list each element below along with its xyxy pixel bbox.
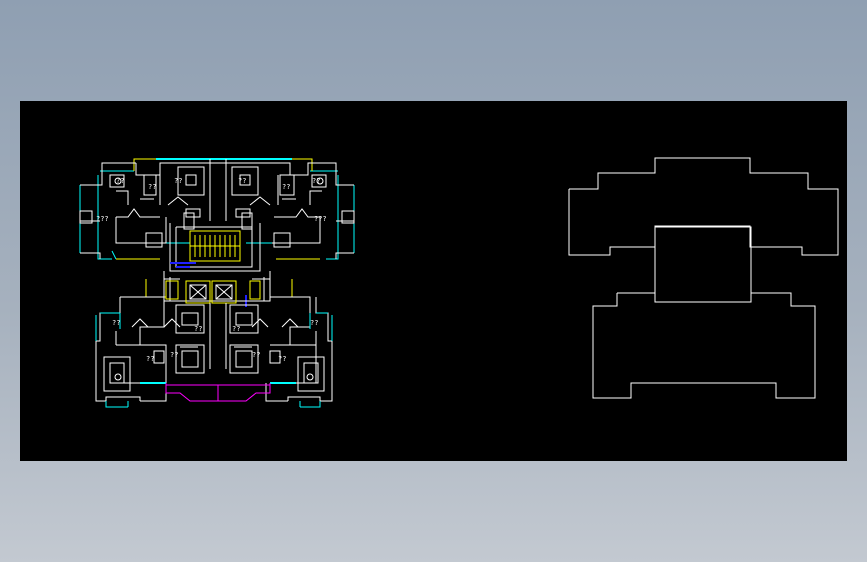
room-label: ??	[232, 325, 240, 333]
floor-plan-drawing	[79, 158, 355, 408]
building-outline-icon	[568, 157, 839, 399]
window-lines-upper	[79, 158, 355, 260]
core-corridor	[163, 271, 271, 302]
furniture-lower	[109, 304, 319, 384]
room-label: ??	[116, 177, 124, 185]
room-label: ???	[96, 215, 109, 223]
room-label: ??	[278, 355, 286, 363]
yellow-wall-accents	[116, 158, 320, 298]
cad-model-viewport[interactable]: ?? ?? ?? ?? ??? ?? ?? ??? ?? ?? ?? ?? ??…	[20, 101, 847, 461]
blue-markers	[170, 262, 247, 307]
room-label: ??	[174, 177, 182, 185]
room-labels: ?? ?? ?? ?? ??? ?? ?? ??? ?? ?? ?? ?? ??…	[96, 177, 327, 363]
balcony-outline	[165, 383, 271, 402]
room-label: ??	[252, 351, 260, 359]
room-label: ??	[146, 355, 154, 363]
room-label: ??	[312, 177, 320, 185]
walls-lower	[95, 296, 333, 402]
elevators	[165, 280, 261, 304]
room-label: ??	[112, 319, 120, 327]
room-label: ??	[282, 183, 290, 191]
furniture-upper	[79, 166, 355, 224]
window-lines-lower	[95, 312, 333, 408]
room-label: ??	[170, 351, 178, 359]
room-label: ???	[314, 215, 327, 223]
room-label: ??	[194, 325, 202, 333]
stairwell-frame	[169, 223, 261, 272]
lower-trims	[127, 401, 301, 407]
stairwell-upper	[189, 230, 241, 262]
walls-upper	[80, 159, 354, 259]
outline-upper-block	[568, 157, 839, 256]
room-label: ??	[310, 319, 318, 327]
outline-lower-block	[592, 292, 816, 399]
outline-core-block	[654, 226, 752, 303]
room-label: ??	[238, 177, 246, 185]
cad-drawing-canvas[interactable]: ?? ?? ?? ?? ??? ?? ?? ??? ?? ?? ?? ?? ??…	[20, 101, 847, 461]
room-label: ??	[148, 183, 156, 191]
